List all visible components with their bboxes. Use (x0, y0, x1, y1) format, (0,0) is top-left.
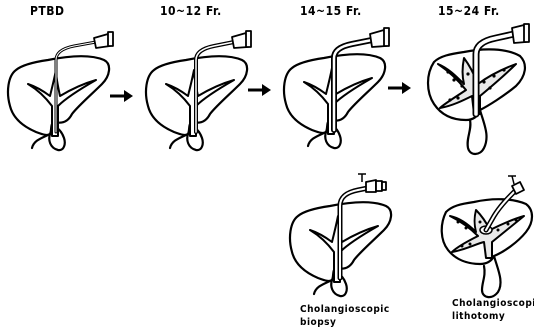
cholangioscopic-lithotomy-drawing (442, 176, 532, 297)
right-arrow-icon (388, 82, 411, 94)
right-arrow-icon (110, 90, 133, 102)
stage-14-15-fr-drawing (284, 28, 389, 148)
biliary-duct (310, 216, 378, 282)
stage-ptbd-drawing (8, 32, 113, 150)
biliary-duct (166, 70, 234, 136)
stage-15-24-fr-drawing (428, 24, 529, 154)
cholangioscopic-biopsy-drawing (290, 174, 391, 296)
cholangioscope-icon (340, 174, 386, 278)
duodenum-outline (482, 256, 501, 297)
right-arrow-icon (248, 84, 271, 96)
biliary-duct (28, 70, 96, 136)
biliary-duct (304, 68, 372, 134)
stage-10-12-fr-drawing (146, 31, 251, 150)
